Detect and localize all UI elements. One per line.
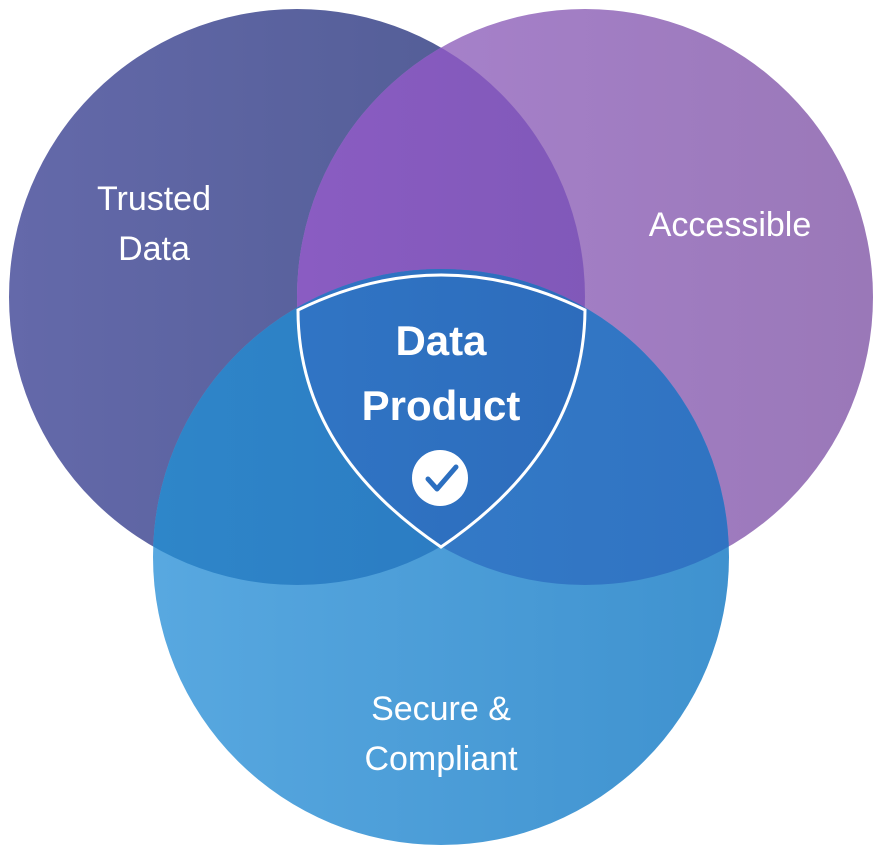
label-accessible: Accessible [649, 206, 812, 244]
label-trusted-line2: Data [118, 230, 190, 268]
center-line1: Data [395, 317, 487, 364]
center-line2: Product [362, 382, 521, 429]
label-secure-line2: Compliant [364, 740, 518, 778]
check-circle-icon [412, 450, 468, 506]
label-secure-line1: Secure & [371, 690, 511, 728]
center-outline [296, 273, 587, 549]
label-trusted-line1: Trusted [97, 180, 211, 218]
